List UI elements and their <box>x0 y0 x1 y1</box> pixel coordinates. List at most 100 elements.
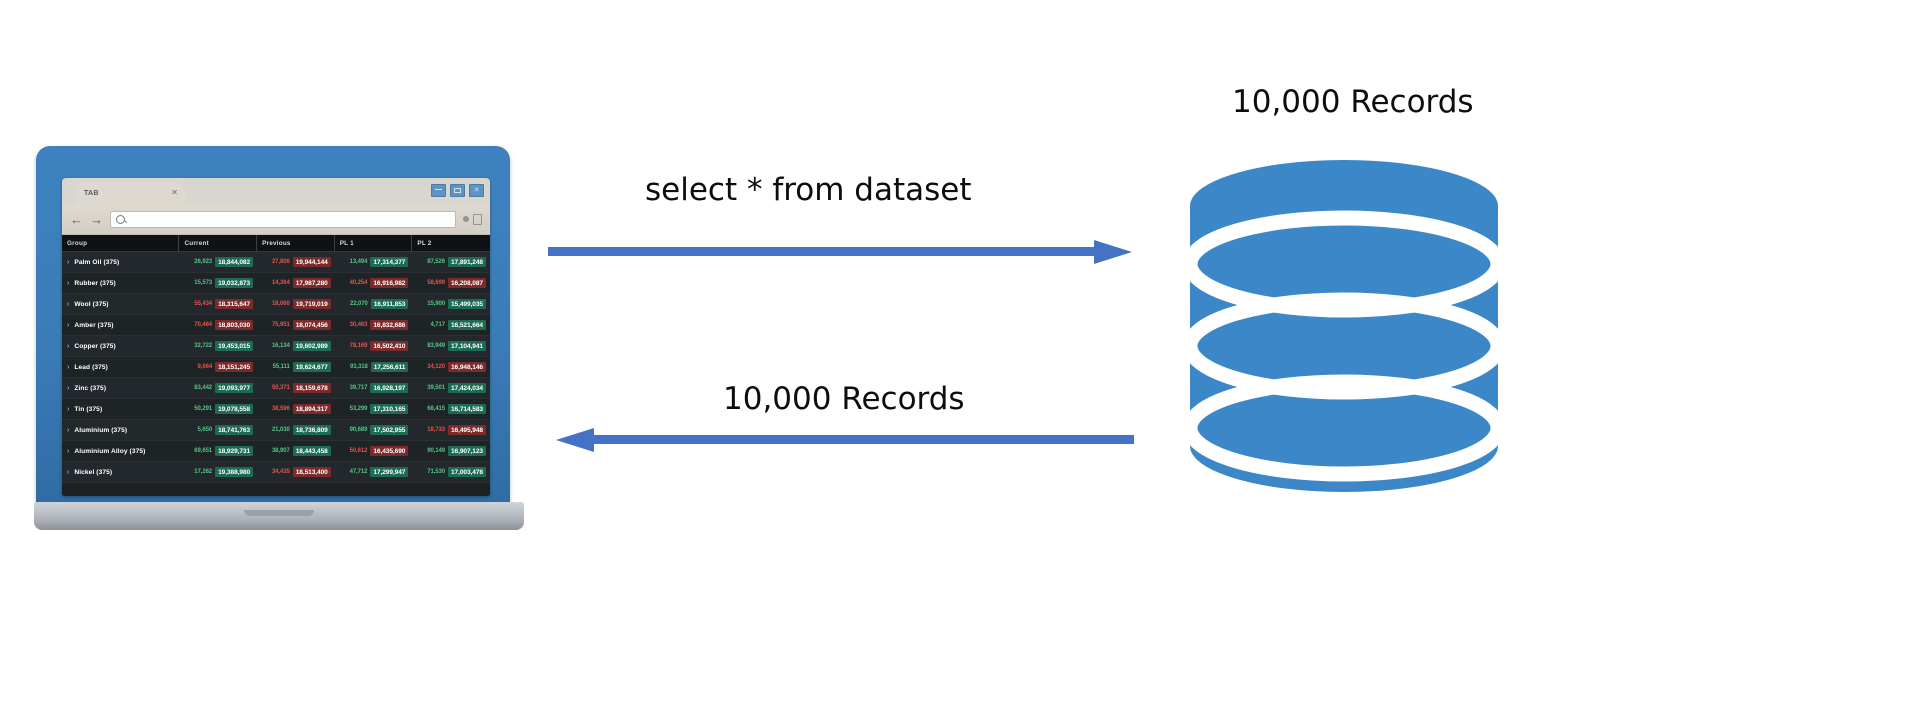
metric-value: 16,928,197 <box>370 383 409 393</box>
delta-value: 18,733 <box>427 427 445 433</box>
group-label: Lead (375) <box>74 363 108 371</box>
browser-tab[interactable]: TAB ✕ <box>76 182 186 204</box>
metric-value: 18,929,731 <box>215 446 254 456</box>
metric-value: 16,495,948 <box>447 425 486 435</box>
delta-value: 58,699 <box>427 280 445 286</box>
bookmark-icon[interactable] <box>473 213 482 225</box>
data-grid-header: Group Current Previous PL 1 PL 2 <box>62 235 490 252</box>
chevron-right-icon[interactable]: › <box>67 300 70 308</box>
column-header-pl1[interactable]: PL 1 <box>335 235 413 251</box>
back-icon[interactable]: ← <box>70 211 83 227</box>
delta-value: 13,494 <box>349 259 368 265</box>
address-bar[interactable] <box>110 210 456 228</box>
metric-value: 18,513,400 <box>292 467 331 477</box>
chevron-right-icon[interactable]: › <box>67 405 70 413</box>
metric-value: 16,916,982 <box>370 278 409 288</box>
metric-value: 19,032,873 <box>215 278 254 288</box>
chevron-right-icon[interactable]: › <box>67 321 70 329</box>
forward-icon[interactable]: → <box>90 211 103 227</box>
toolbar-right-icons <box>463 213 482 225</box>
chevron-right-icon[interactable]: › <box>67 447 70 455</box>
chevron-right-icon[interactable]: › <box>67 363 70 371</box>
cell-group: ›Aluminium Alloy (375) <box>62 441 179 461</box>
browser-toolbar: ← → <box>62 204 490 235</box>
metric-value: 16,208,087 <box>447 278 486 288</box>
delta-value: 15,573 <box>194 280 213 286</box>
response-records-label: 10,000 Records <box>723 381 965 417</box>
laptop-base <box>34 502 524 530</box>
browser-window: TAB ✕ ← → Group Current <box>62 178 490 496</box>
chevron-right-icon[interactable]: › <box>67 342 70 350</box>
cell-group: › Palm Oil (375) <box>62 252 179 272</box>
window-close-button[interactable] <box>469 184 484 197</box>
search-icon <box>116 214 125 224</box>
settings-icon[interactable] <box>463 216 469 222</box>
metric-value: 15,499,035 <box>447 299 486 309</box>
column-header-current[interactable]: Current <box>179 235 258 251</box>
column-header-previous[interactable]: Previous <box>257 235 335 251</box>
metric-value: 17,003,478 <box>447 467 486 477</box>
delta-value: 40,254 <box>349 280 368 286</box>
delta-value: 9,064 <box>197 364 213 370</box>
delta-value: 75,951 <box>271 322 290 328</box>
metric-value: 19,453,015 <box>215 341 254 351</box>
group-label: Copper (375) <box>74 342 116 350</box>
minimize-button[interactable] <box>431 184 446 197</box>
group-label: Wool (375) <box>74 300 109 308</box>
column-header-pl2[interactable]: PL 2 <box>417 239 432 247</box>
metric-value: 18,315,647 <box>215 299 254 309</box>
column-header-group[interactable]: Group <box>62 235 180 251</box>
delta-value: 68,415 <box>427 406 445 412</box>
metric-value: 17,256,611 <box>370 362 409 372</box>
delta-value: 50,291 <box>194 406 213 412</box>
delta-value: 14,364 <box>271 280 290 286</box>
chevron-right-icon[interactable]: › <box>67 279 70 287</box>
group-label: Palm Oil (375) <box>74 258 120 266</box>
chevron-right-icon[interactable]: › <box>67 258 70 266</box>
metric-value: 17,299,947 <box>370 467 409 477</box>
group-label: Tin (375) <box>74 405 103 413</box>
delta-value: 53,299 <box>349 406 368 412</box>
delta-value: 22,070 <box>349 301 368 307</box>
delta-value: 83,442 <box>194 385 213 391</box>
chevron-right-icon[interactable]: › <box>67 426 70 434</box>
chevron-right-icon[interactable]: › <box>67 468 70 476</box>
delta-value: 70,464 <box>194 322 213 328</box>
group-label: Rubber (375) <box>74 279 116 287</box>
chevron-right-icon[interactable]: › <box>67 384 70 392</box>
delta-value: 34,435 <box>271 469 290 475</box>
close-icon[interactable]: ✕ <box>171 188 178 197</box>
delta-value: 17,262 <box>194 469 213 475</box>
laptop-base-notch <box>244 510 314 516</box>
browser-tabstrip: TAB ✕ <box>62 178 490 204</box>
maximize-button[interactable] <box>450 184 465 197</box>
database-cylinder-icon <box>1184 160 1504 500</box>
